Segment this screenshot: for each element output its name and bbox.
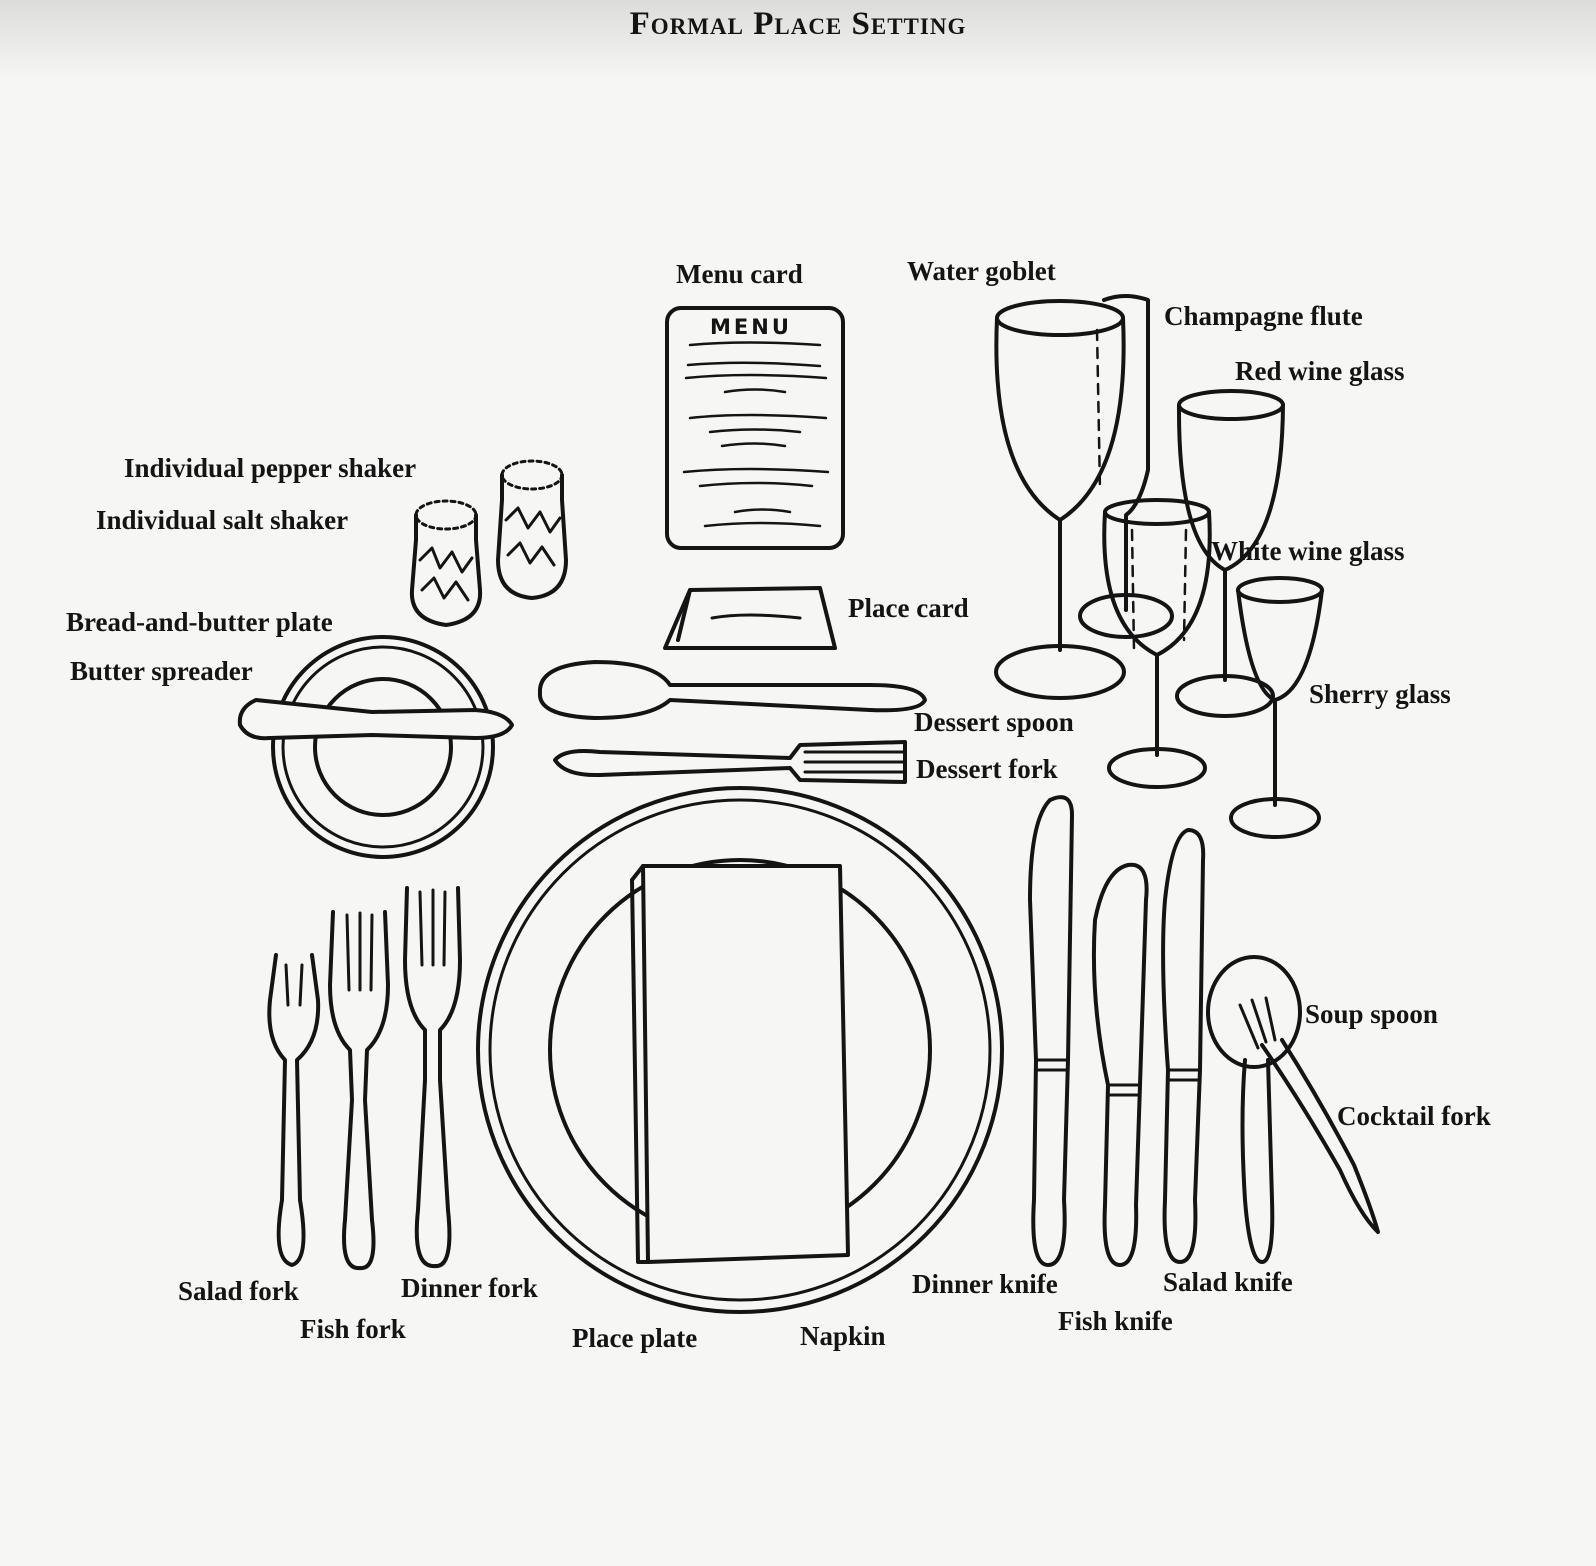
label-dessert-spoon: Dessert spoon [914,707,1074,737]
label-white-wine-glass: White wine glass [1211,536,1405,566]
label-dessert-fork: Dessert fork [916,754,1058,784]
label-dinner-fork: Dinner fork [401,1273,538,1303]
menu-card-drawing [665,306,845,550]
label-water-goblet: Water goblet [907,256,1056,286]
glassware-drawing [994,294,1324,839]
label-butter-spreader: Butter spreader [70,656,253,686]
knives-drawing [1028,795,1206,1267]
shakers-drawing [409,459,568,627]
label-place-card: Place card [848,593,969,623]
place-plate-drawing [476,786,1004,1314]
place-card-drawing [663,586,837,650]
label-menu-card: Menu card [676,259,803,289]
label-champagne-flute: Champagne flute [1164,301,1363,331]
label-pepper-shaker: Individual pepper shaker [124,453,417,483]
dessert-utensils-drawing [537,660,927,784]
label-cocktail-fork: Cocktail fork [1337,1101,1491,1131]
label-salad-knife: Salad knife [1163,1267,1293,1297]
bread-plate-drawing [237,635,514,859]
soup-spoon-drawing [1206,955,1302,1264]
diagram-title: Formal Place Setting [629,6,967,42]
label-fish-fork: Fish fork [300,1314,406,1344]
cocktail-fork-drawing [1238,996,1380,1234]
label-fish-knife: Fish knife [1058,1306,1173,1336]
forks-drawing [267,886,462,1270]
label-dinner-knife: Dinner knife [912,1269,1058,1299]
menu-card-heading: MENU [710,315,792,339]
label-napkin: Napkin [800,1321,886,1351]
label-soup-spoon: Soup spoon [1305,999,1438,1029]
label-salt-shaker: Individual salt shaker [96,505,349,535]
label-sherry-glass: Sherry glass [1309,679,1451,709]
label-bread-plate: Bread-and-butter plate [66,607,333,637]
label-red-wine-glass: Red wine glass [1235,356,1405,386]
label-salad-fork: Salad fork [178,1276,299,1306]
label-place-plate: Place plate [572,1323,698,1353]
